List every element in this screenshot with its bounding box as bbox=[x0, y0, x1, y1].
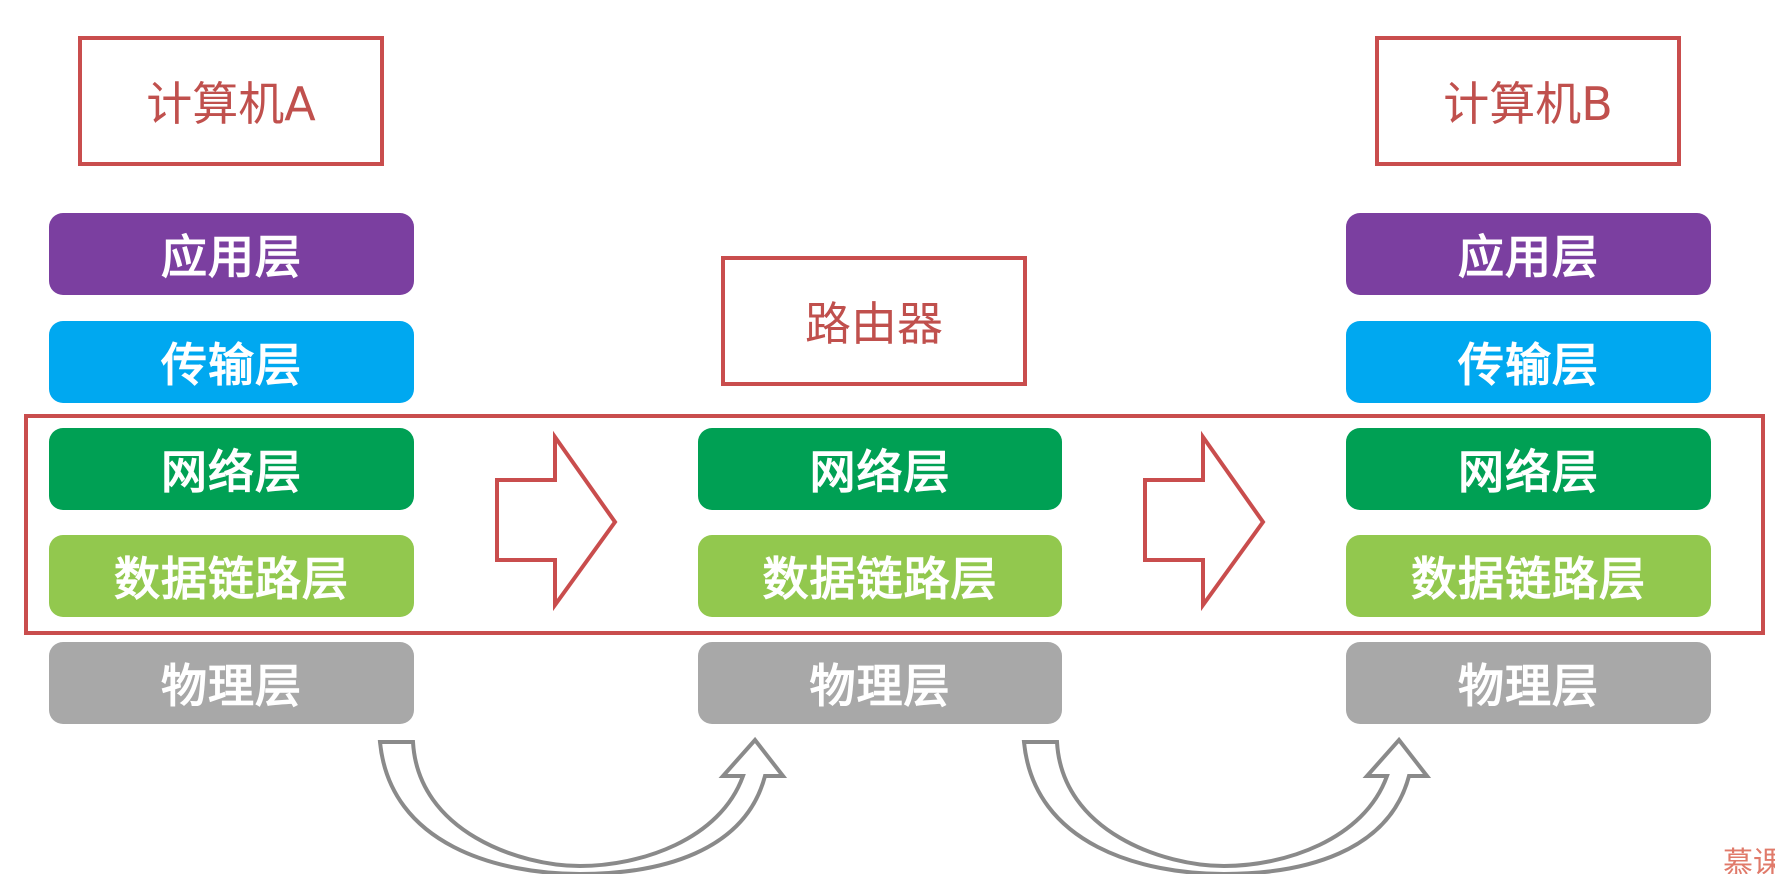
computer-a-application-layer: 应用层 bbox=[49, 213, 414, 295]
router-datalink-layer: 数据链路层 bbox=[698, 535, 1062, 617]
network-datalink-highlight-frame bbox=[24, 414, 1765, 635]
right-arrow-icon bbox=[495, 430, 618, 612]
curved-arrow-icon bbox=[377, 736, 788, 874]
computer-b-network-layer: 网络层 bbox=[1346, 428, 1711, 510]
computer-a-physical-layer: 物理层 bbox=[49, 642, 414, 724]
computer-a-datalink-layer: 数据链路层 bbox=[49, 535, 414, 617]
computer-b-physical-layer: 物理层 bbox=[1346, 642, 1711, 724]
router-physical-layer: 物理层 bbox=[698, 642, 1062, 724]
watermark-text: 慕课 bbox=[1723, 846, 1775, 874]
computer-a-label: 计算机A bbox=[78, 36, 384, 166]
watermark-logo: 慕课 bbox=[1695, 834, 1775, 874]
right-arrow-icon bbox=[1143, 430, 1266, 612]
computer-a-network-layer: 网络层 bbox=[49, 428, 414, 510]
curved-arrow-icon bbox=[1021, 736, 1432, 874]
computer-a-transport-layer: 传输层 bbox=[49, 321, 414, 403]
computer-b-application-layer: 应用层 bbox=[1346, 213, 1711, 295]
router-label: 路由器 bbox=[721, 256, 1027, 386]
router-network-layer: 网络层 bbox=[698, 428, 1062, 510]
computer-b-datalink-layer: 数据链路层 bbox=[1346, 535, 1711, 617]
computer-b-transport-layer: 传输层 bbox=[1346, 321, 1711, 403]
computer-b-label: 计算机B bbox=[1375, 36, 1681, 166]
